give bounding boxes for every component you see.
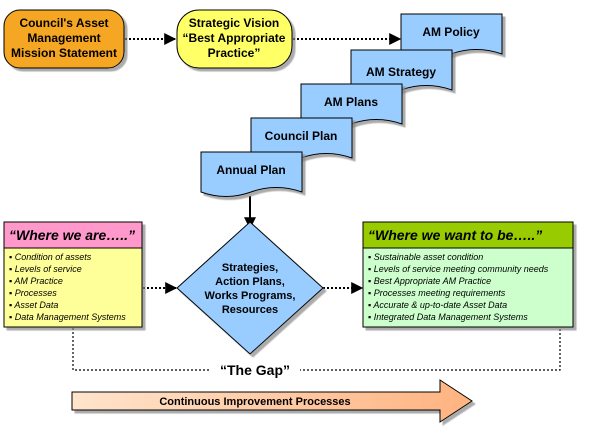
where-we-are-title: “Where we are…..” — [9, 227, 135, 243]
mission-line-2: Management — [27, 31, 100, 45]
where-we-are-item-4: ▪ Processes — [9, 288, 57, 298]
where-we-want-item-1: ▪ Sustainable asset condition — [368, 252, 483, 262]
strategies-line-4: Resources — [222, 304, 278, 316]
where-we-want-to-be-title: “Where we want to be…..” — [368, 227, 542, 243]
where-we-are-list: ▪ Condition of assets ▪ Levels of servic… — [9, 252, 126, 322]
where-we-are-item-3: ▪ AM Practice — [9, 276, 63, 286]
where-we-want-to-be-box: “Where we want to be…..” ▪ Sustainable a… — [362, 221, 574, 328]
vision-line-2: “Best Appropriate — [183, 31, 286, 45]
strategic-vision-box: Strategic Vision “Best Appropriate Pract… — [176, 9, 293, 69]
document-am-strategy-label: AM Strategy — [366, 65, 436, 79]
where-we-want-item-3: ▪ Best Appropriate AM Practice — [368, 276, 491, 286]
gap-label-background — [210, 358, 300, 380]
vision-line-1: Strategic Vision — [189, 16, 279, 30]
vision-line-3: Practice” — [208, 46, 261, 60]
mission-statement-box: Council's Asset Management Mission State… — [3, 9, 125, 69]
document-council-plan-label: Council Plan — [265, 129, 338, 143]
continuous-improvement-label: Continuous Improvement Processes — [159, 396, 350, 408]
where-we-want-item-4: ▪ Processes meeting requirements — [368, 288, 506, 298]
mission-line-1: Council's Asset — [19, 16, 108, 30]
mission-line-3: Mission Statement — [11, 46, 117, 60]
where-we-want-to-be-list: ▪ Sustainable asset condition ▪ Levels o… — [368, 252, 549, 322]
where-we-want-item-5: ▪ Accurate & up-to-date Asset Data — [368, 300, 507, 310]
where-we-are-item-1: ▪ Condition of assets — [9, 252, 92, 262]
gap-line — [72, 328, 561, 371]
gap-label: “The Gap” — [220, 362, 290, 378]
where-we-want-item-6: ▪ Integrated Data Management Systems — [368, 312, 528, 322]
document-am-plans-label: AM Plans — [324, 95, 378, 109]
where-we-are-box: “Where we are…..” ▪ Condition of assets … — [3, 221, 143, 328]
where-we-are-item-5: ▪ Asset Data — [9, 300, 58, 310]
where-we-want-item-2: ▪ Levels of service meeting community ne… — [368, 264, 549, 274]
document-am-policy-label: AM Policy — [422, 25, 480, 39]
strategies-line-1: Strategies, — [222, 262, 278, 274]
strategies-line-2: Action Plans, — [215, 276, 285, 288]
where-we-are-item-2: ▪ Levels of service — [9, 264, 82, 274]
continuous-improvement-arrow: Continuous Improvement Processes — [71, 379, 473, 423]
document-council-plan: Council Plan — [250, 117, 353, 163]
strategies-diamond: Strategies, Action Plans, Works Programs… — [176, 221, 324, 355]
document-annual-plan-label: Annual Plan — [216, 163, 285, 177]
strategies-line-3: Works Programs, — [205, 290, 296, 302]
where-we-are-item-6: ▪ Data Management Systems — [9, 312, 126, 322]
document-annual-plan: Annual Plan — [200, 151, 303, 197]
